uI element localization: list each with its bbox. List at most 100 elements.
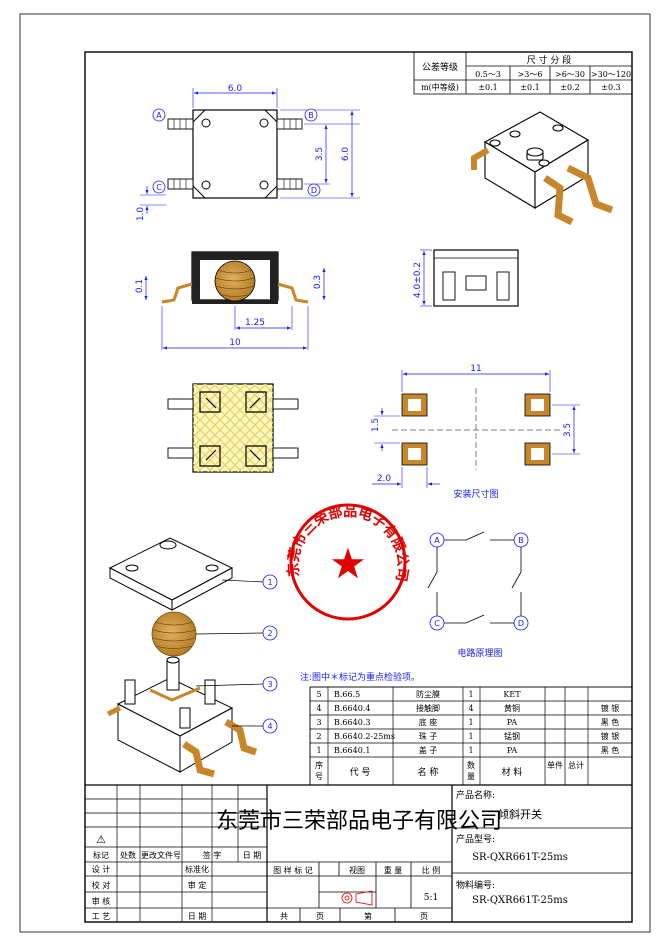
bom-header-material: 材 料 — [502, 766, 523, 778]
material-code-label: 物料编号: — [456, 879, 495, 891]
company-name: 东莞市三荣部品电子有限公司 — [216, 809, 502, 834]
tolerance-table: 公差等级 尺 寸 分 段 0.5～3 >3～6 >6～30 >30～120 m(… — [413, 51, 633, 95]
circuit-caption: 电路原理图 — [457, 647, 502, 659]
material-code: SR-QXR661T-25ms — [472, 895, 568, 906]
tol-1: ±0.1 — [478, 83, 497, 92]
bom-material: 黄铜 — [504, 703, 520, 713]
bom-name: 防尘膜 — [416, 689, 440, 699]
rev-header-count: 处数 — [120, 850, 136, 860]
dim-right-h1: 3.5 — [315, 147, 325, 161]
role-2: 审 核 — [92, 896, 111, 906]
range-1: 0.5～3 — [475, 70, 501, 79]
pin-c-label: C — [156, 183, 162, 192]
bom-header-code: 代 号 — [350, 767, 371, 778]
dim-front-2: 10 — [229, 338, 241, 348]
part-callout-1: 1 — [267, 578, 272, 587]
range-3: >6～30 — [555, 70, 585, 79]
bom-qty: 1 — [468, 718, 473, 727]
inner-frame — [84, 51, 633, 923]
bom-no: 2 — [316, 732, 321, 741]
exploded-view: 1 2 3 4 — [106, 537, 278, 778]
outer-frame — [19, 13, 651, 933]
bom-header-no: 序 — [315, 760, 323, 770]
bom-no: 4 — [316, 704, 321, 713]
dim-left-pitch: 1.0 — [136, 207, 146, 222]
circuit-diagram — [427, 531, 529, 631]
grade: m(中等级) — [421, 82, 459, 92]
part-callout-2: 2 — [267, 629, 272, 638]
role-1: 校 对 — [92, 880, 111, 890]
range-header: 尺 寸 分 段 — [527, 54, 572, 66]
tolerance-title: 公差等级 — [422, 61, 458, 73]
stamp-star: ★ — [329, 539, 367, 588]
product-name: 倾斜开关 — [498, 807, 542, 821]
role-3: 工 艺 — [92, 912, 111, 921]
circuit-pin-d: D — [518, 619, 524, 628]
range-4: >30～120 — [591, 70, 631, 79]
bom-header-total: 总计 — [568, 760, 584, 770]
side-view: 4.0±0.2 — [413, 249, 519, 307]
scale-label: 比 例 — [422, 865, 441, 875]
bom-grid — [309, 686, 633, 786]
dim-mount-pad: 2.0 — [377, 474, 392, 484]
dim-front-1: 1.25 — [245, 318, 265, 328]
bom-name: 接触脚 — [416, 703, 440, 713]
product-model: SR-QXR661T-25ms — [472, 852, 568, 863]
iso-view-top — [471, 111, 614, 226]
role2-1: 审 定 — [188, 880, 207, 890]
bom-header-qty: 数 — [467, 760, 475, 770]
pin-b-label: B — [308, 111, 314, 120]
top-view: 6.0 3.5 6.0 1.0 A B C D — [136, 84, 360, 221]
dim-right-h2: 6.0 — [341, 147, 351, 162]
product-name-label: 产品名称: — [456, 789, 495, 801]
dim-front-left: 0.1 — [135, 279, 145, 293]
dim-mount-h: 3.5 — [563, 423, 573, 437]
bottom-view — [167, 383, 299, 473]
sheet-total-unit: 页 — [316, 912, 324, 921]
mounting-pattern: 11 3.5 1.5 2.0 安装尺寸图 — [371, 364, 580, 500]
projection-symbol-icon — [341, 890, 373, 906]
bom-no: 3 — [316, 718, 321, 727]
rev-header-sign: 签 字 — [203, 850, 222, 860]
part-callout-4: 4 — [267, 722, 272, 731]
bom-qty: 1 — [468, 732, 473, 741]
bom-code: B.6640.4 — [334, 704, 370, 713]
tol-3: ±0.2 — [560, 83, 579, 92]
view-label: 视图 — [349, 865, 365, 875]
bom-code: B.6640.3 — [334, 718, 370, 727]
product-model-label: 产品型号: — [456, 833, 495, 845]
rev-header-mark: 标记 — [93, 850, 109, 860]
warning-icon: ⚠ — [96, 833, 106, 846]
tol-2: ±0.1 — [520, 83, 539, 92]
dim-mount-w: 11 — [470, 364, 481, 374]
part-callout-3: 3 — [267, 680, 272, 689]
bom-material: 锰钢 — [504, 731, 520, 741]
dim-side-h: 4.0±0.2 — [413, 262, 423, 298]
bom-surface: 镀 银 — [601, 703, 620, 713]
weight-label: 重 量 — [384, 865, 403, 875]
bom-material: PA — [507, 718, 518, 727]
pin-d-label: D — [311, 186, 317, 195]
role-0: 设 计 — [92, 864, 111, 874]
sheet-total-label: 共 — [280, 912, 288, 921]
circuit-pin-c: C — [434, 619, 440, 628]
scale-value: 5:1 — [424, 893, 438, 903]
role2-3: 日 期 — [188, 912, 207, 921]
dim-top-width: 6.0 — [228, 84, 243, 94]
bom-no: 1 — [316, 746, 321, 755]
tol-4: ±0.3 — [601, 83, 620, 92]
mount-caption: 安装尺寸图 — [453, 488, 498, 500]
bom-header-name: 名 称 — [418, 766, 439, 778]
sheet-no-unit: 页 — [420, 912, 428, 921]
bom-name: 珠 子 — [419, 731, 438, 741]
bom-material: PA — [507, 746, 518, 755]
bom-surface: 黑 色 — [601, 745, 620, 755]
inspection-note: 注:图中＊标记为重点检验项。 — [300, 671, 420, 683]
bom-header-qty-2: 量 — [467, 772, 475, 781]
bom-qty: 1 — [468, 690, 473, 699]
sheet-no-label: 第 — [364, 911, 372, 921]
bom-surface: 黑 色 — [601, 717, 620, 727]
bom-name: 底 座 — [419, 717, 438, 727]
